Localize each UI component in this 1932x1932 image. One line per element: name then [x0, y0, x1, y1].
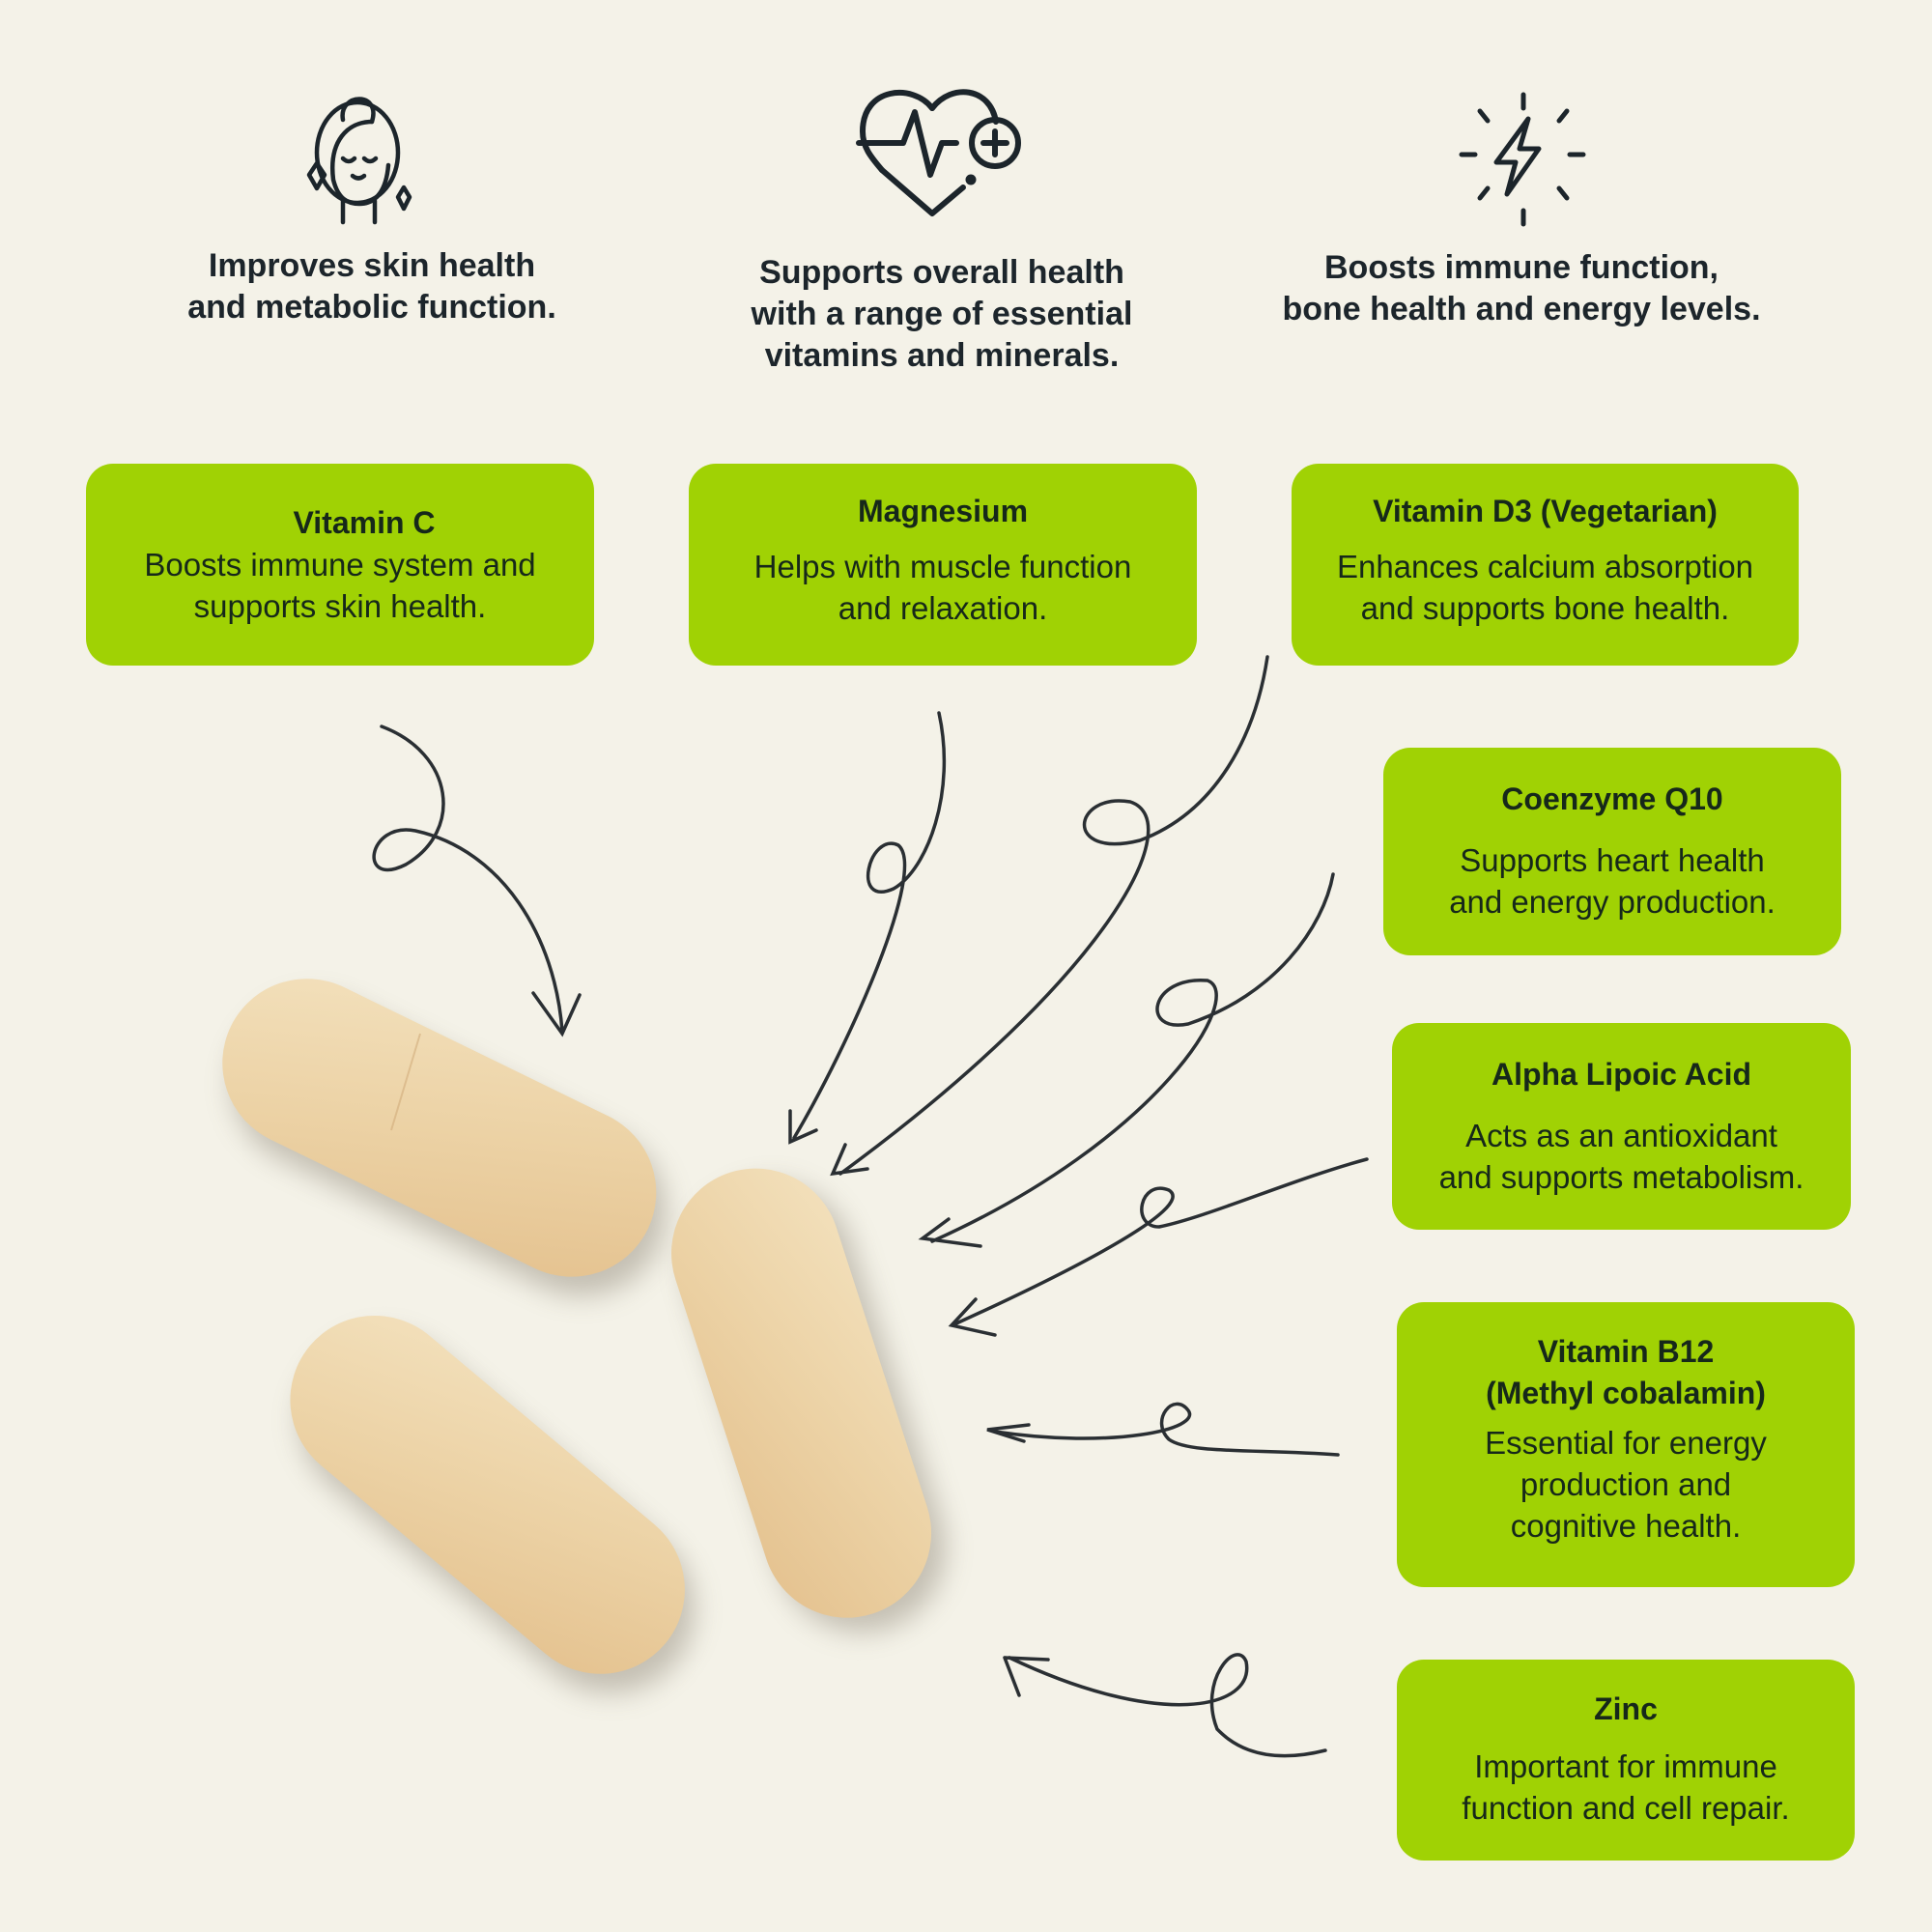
card-desc: and supports metabolism.: [1438, 1159, 1804, 1195]
card-desc: function and cell repair.: [1462, 1790, 1790, 1826]
benefit-immune-text: Boosts immune function, bone health and …: [1275, 247, 1768, 330]
card-desc: Essential for energy: [1485, 1425, 1767, 1461]
arrow-d3: [838, 655, 1269, 1176]
arrow-ala: [954, 1157, 1369, 1325]
card-title: Vitamin C: [293, 505, 436, 540]
card-magnesium: Magnesium Helps with muscle function and…: [689, 464, 1197, 666]
face-care-icon: [290, 83, 425, 225]
card-zinc: Zinc Important for immune function and c…: [1397, 1660, 1855, 1861]
benefit-line: vitamins and minerals.: [764, 337, 1120, 374]
benefit-line: with a range of essential: [751, 296, 1133, 332]
card-vitamin-c: Vitamin C Boosts immune system and suppo…: [86, 464, 594, 666]
card-desc: Acts as an antioxidant: [1465, 1118, 1777, 1153]
card-desc: Enhances calcium absorption: [1336, 549, 1754, 584]
card-desc: Helps with muscle function: [753, 549, 1132, 584]
arrow-magnesium: [792, 711, 947, 1140]
card-vitamin-b12: Vitamin B12 (Methyl cobalamin) Essential…: [1397, 1302, 1855, 1587]
arrow-b12: [993, 1402, 1340, 1457]
arrow-coq10: [930, 872, 1335, 1243]
card-desc: Supports heart health: [1460, 842, 1765, 878]
card-desc: and supports bone health.: [1360, 590, 1730, 626]
benefit-line: bone health and energy levels.: [1282, 291, 1761, 327]
benefit-overall-text: Supports overall health with a range of …: [720, 252, 1164, 377]
capsule-center: [671, 1168, 947, 1633]
capsule-top-left: [222, 979, 667, 1296]
heart-pulse-plus-icon: [855, 83, 1029, 223]
benefit-skin-text: Improves skin health and metabolic funct…: [155, 245, 589, 328]
card-title-sub: (Methyl cobalamin): [1486, 1376, 1766, 1410]
card-desc: supports skin health.: [193, 588, 487, 624]
card-title: Alpha Lipoic Acid: [1491, 1057, 1752, 1092]
card-desc: Important for immune: [1474, 1748, 1777, 1784]
card-desc: and energy production.: [1449, 884, 1776, 920]
benefit-line: and metabolic function.: [187, 289, 556, 326]
card-coq10: Coenzyme Q10 Supports heart health and e…: [1383, 748, 1841, 955]
arrow-vitamin-c: [372, 724, 564, 1034]
card-desc: cognitive health.: [1510, 1508, 1742, 1544]
card-title: Zinc: [1594, 1691, 1658, 1726]
card-desc: Boosts immune system and: [144, 547, 536, 582]
benefit-line: Boosts immune function,: [1324, 249, 1719, 286]
card-title: Coenzyme Q10: [1501, 781, 1723, 816]
lightning-energy-icon: [1454, 85, 1589, 227]
card-desc: production and: [1520, 1466, 1732, 1502]
arrow-zinc: [1008, 1653, 1327, 1758]
benefit-line: Improves skin health: [208, 247, 536, 284]
card-title: Vitamin B12: [1537, 1334, 1715, 1369]
card-title: Magnesium: [857, 494, 1029, 528]
benefit-line: Supports overall health: [759, 254, 1124, 291]
card-vitamin-d3: Vitamin D3 (Vegetarian) Enhances calcium…: [1292, 464, 1799, 666]
card-title: Vitamin D3 (Vegetarian): [1373, 494, 1718, 528]
capsule-bottom-left: [290, 1315, 695, 1693]
card-desc: and relaxation.: [838, 590, 1048, 626]
card-alpha-lipoic-acid: Alpha Lipoic Acid Acts as an antioxidant…: [1392, 1023, 1851, 1230]
